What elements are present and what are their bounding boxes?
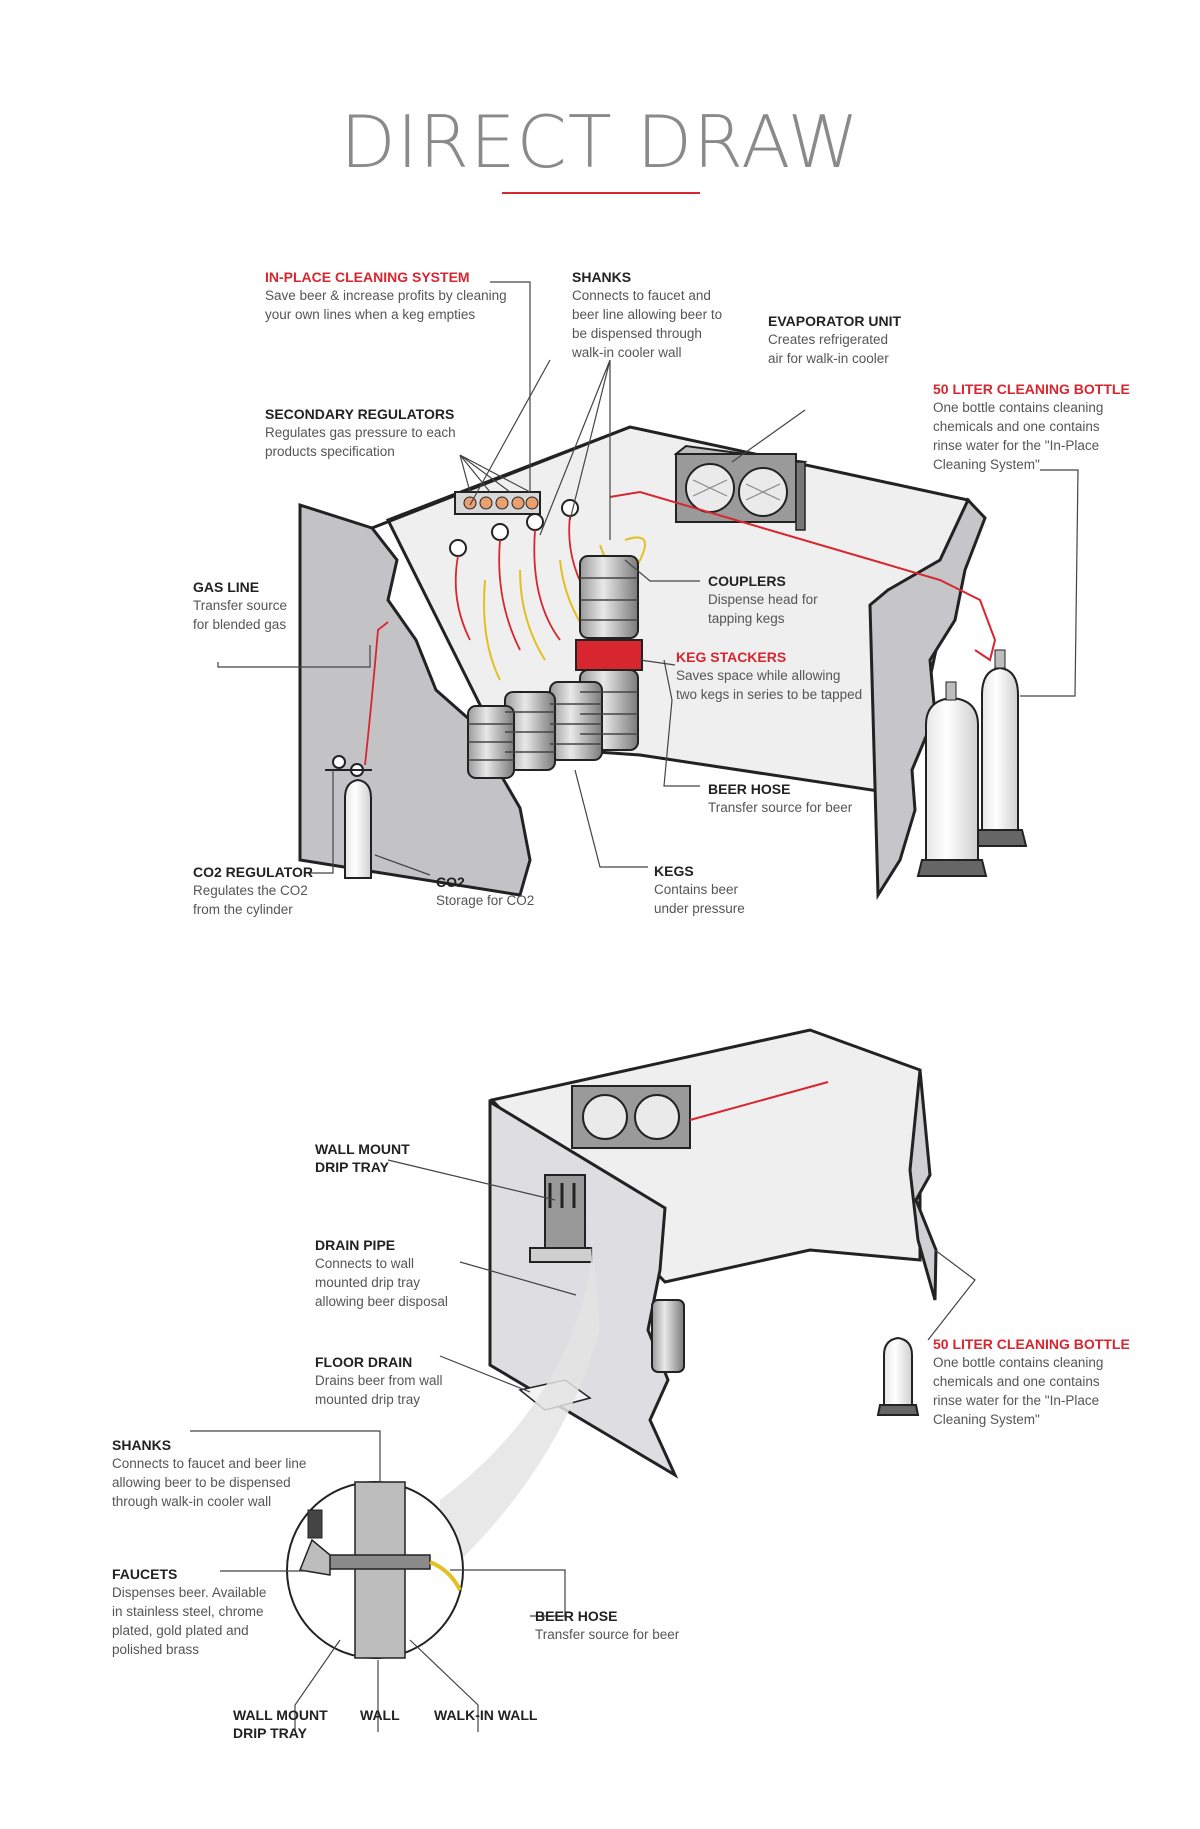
- callout-keg-stackers: KEG STACKERS Saves space while allowing …: [676, 648, 976, 704]
- callout-description: Dispense head for tapping kegs: [708, 592, 818, 626]
- callout-description: Drains beer from wall mounted drip tray: [315, 1373, 443, 1407]
- co2-cylinder-graphic: [325, 755, 372, 879]
- callout-description: One bottle contains cleaning chemicals a…: [933, 1355, 1104, 1427]
- top-leader-lines: [217, 281, 1079, 876]
- cleaning-bottles-graphic: [916, 649, 1028, 877]
- detail-circle: [286, 1481, 464, 1659]
- callout-heading: CO2 REGULATOR: [193, 864, 314, 880]
- callout-heading: CO2: [436, 874, 465, 890]
- cleaning-bottle-graphic-2: [876, 1336, 920, 1416]
- callout-description: Transfer source for beer: [708, 800, 853, 815]
- callout-heading: WALK-IN WALL: [434, 1707, 538, 1723]
- callout-heading: EVAPORATOR UNIT: [768, 313, 902, 329]
- page-title: DIRECT DRAW: [340, 100, 860, 184]
- callout-wall-mount-drip-tray: WALL MOUNT DRIP TRAY: [315, 1140, 615, 1176]
- callout-in-place-cleaning-system: IN-PLACE CLEANING SYSTEM Save beer & inc…: [265, 268, 565, 324]
- evaporator-unit-graphic-2: [571, 1085, 691, 1149]
- callout-walk-in-wall: WALK-IN WALL: [434, 1706, 574, 1724]
- callout-wall: WALL: [360, 1706, 440, 1724]
- callout-description: Creates refrigerated air for walk-in coo…: [768, 332, 889, 366]
- callout-faucets: FAUCETS Dispenses beer. Available in sta…: [112, 1565, 412, 1659]
- callout-description: Regulates the CO2 from the cylinder: [193, 883, 308, 917]
- callout-heading: BEER HOSE: [708, 781, 791, 797]
- callout-description: Contains beer under pressure: [654, 882, 745, 916]
- callout-heading: GAS LINE: [193, 579, 260, 595]
- callout-heading: 50 LITER CLEANING BOTTLE: [933, 381, 1130, 397]
- callout-gas-line: GAS LINE Transfer source for blended gas: [193, 578, 493, 634]
- callout-heading: BEER HOSE: [535, 1608, 618, 1624]
- callout-heading: COUPLERS: [708, 573, 786, 589]
- callout-secondary-regulators: SECONDARY REGULATORS Regulates gas press…: [265, 405, 565, 461]
- callout-heading: FLOOR DRAIN: [315, 1354, 413, 1370]
- callout-description: One bottle contains cleaning chemicals a…: [933, 400, 1104, 472]
- callout-heading: KEG STACKERS: [676, 649, 787, 665]
- callout-floor-drain: FLOOR DRAIN Drains beer from wall mounte…: [315, 1353, 615, 1409]
- callout-cleaning-bottle: 50 LITER CLEANING BOTTLE One bottle cont…: [933, 380, 1173, 474]
- callout-description: Connects to faucet and beer line allowin…: [112, 1456, 307, 1509]
- callout-co2: CO2 Storage for CO2: [436, 873, 736, 910]
- callout-description: Connects to faucet and beer line allowin…: [572, 288, 723, 360]
- callout-kegs: KEGS Contains beer under pressure: [654, 862, 954, 918]
- callout-drain-pipe: DRAIN PIPE Connects to wall mounted drip…: [315, 1236, 615, 1311]
- callout-heading: SHANKS: [572, 269, 632, 285]
- right-wall-2: [908, 1069, 938, 1301]
- kegs-graphic: [467, 555, 643, 779]
- callout-heading: SECONDARY REGULATORS: [265, 406, 455, 422]
- callout-description: Transfer source for beer: [535, 1627, 680, 1642]
- callout-heading: SHANKS: [112, 1437, 172, 1453]
- top-walk-in-cooler: [298, 425, 1028, 900]
- callout-couplers: COUPLERS Dispense head for tapping kegs: [708, 572, 1008, 628]
- callout-beer-hose-2: BEER HOSE Transfer source for beer: [535, 1607, 835, 1644]
- callout-heading: IN-PLACE CLEANING SYSTEM: [265, 269, 470, 285]
- callout-heading: WALL MOUNT DRIP TRAY: [233, 1707, 328, 1741]
- callout-description: Transfer source for blended gas: [193, 598, 288, 632]
- callout-description: Saves space while allowing two kegs in s…: [676, 668, 863, 702]
- callout-heading: KEGS: [654, 863, 694, 879]
- title-underline: [502, 192, 700, 194]
- callout-description: Regulates gas pressure to each products …: [265, 425, 456, 459]
- regulator-panel-graphic: [449, 491, 579, 557]
- callout-wall-mount-drip-tray-2: WALL MOUNT DRIP TRAY: [233, 1706, 373, 1742]
- keg-graphic-2: [651, 1299, 685, 1373]
- callout-cleaning-bottle-2: 50 LITER CLEANING BOTTLE One bottle cont…: [933, 1335, 1173, 1429]
- callout-heading: 50 LITER CLEANING BOTTLE: [933, 1336, 1130, 1352]
- callout-description: Dispenses beer. Available in stainless s…: [112, 1585, 267, 1657]
- right-wall: [868, 497, 987, 900]
- callout-co2-regulator: CO2 REGULATOR Regulates the CO2 from the…: [193, 863, 493, 919]
- callout-beer-hose: BEER HOSE Transfer source for beer: [708, 780, 1008, 817]
- callout-description: Save beer & increase profits by cleaning…: [265, 288, 507, 322]
- callout-heading: WALL MOUNT DRIP TRAY: [315, 1141, 410, 1175]
- drip-tray-graphic: [529, 1174, 593, 1263]
- callout-heading: WALL: [360, 1707, 400, 1723]
- callout-heading: FAUCETS: [112, 1566, 178, 1582]
- evaporator-unit-graphic: [673, 444, 808, 531]
- callout-evaporator-unit: EVAPORATOR UNIT Creates refrigerated air…: [768, 312, 1068, 368]
- callout-shanks: SHANKS Connects to faucet and beer line …: [572, 268, 872, 362]
- callout-heading: DRAIN PIPE: [315, 1237, 396, 1253]
- callout-shanks-2: SHANKS Connects to faucet and beer line …: [112, 1436, 412, 1511]
- bottom-walk-in-cooler: [286, 1028, 938, 1659]
- callout-description: Connects to wall mounted drip tray allow…: [315, 1256, 448, 1309]
- callout-description: Storage for CO2: [436, 893, 535, 908]
- bottom-leader-lines: [190, 1159, 976, 1732]
